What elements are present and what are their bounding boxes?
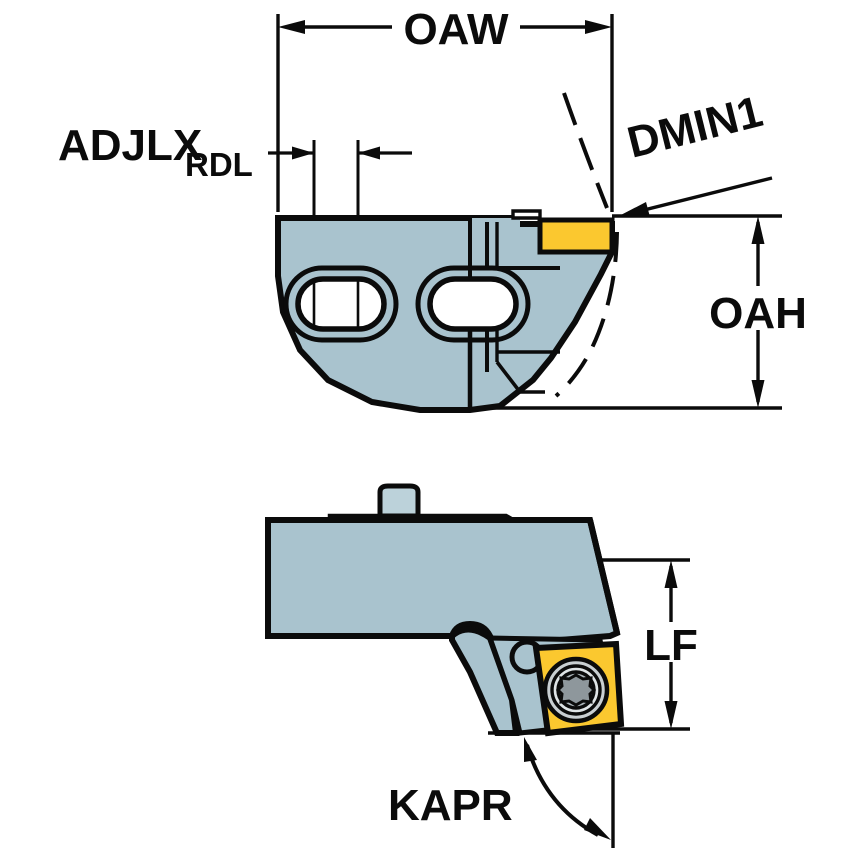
oah-arrow-top [751,216,765,244]
oaw-arrow-left [278,20,305,34]
front-bore-hole-right [415,265,531,343]
front-right-flank [531,250,615,382]
front-bore-hole-left [283,265,399,343]
bore-right-inner-slot [427,276,519,332]
side-view-group: LF KAPR [265,483,698,848]
front-view-group: OAW ADJLX RDL DMIN1 [58,5,807,413]
screw-torx-drive [555,673,597,707]
side-right-flank-edge [587,519,620,634]
dimension-oaw: OAW [276,5,614,212]
dmin1-workpiece-arc-upper [562,92,609,209]
front-view-tool-body [275,209,615,413]
dmin1-leader-arrow [617,202,650,217]
side-view-tool-body [265,483,625,737]
side-shank-body [265,517,621,652]
adjlx-label: ADJLX [58,121,202,170]
oaw-label: OAW [403,5,509,54]
lf-arrow-top [664,560,678,588]
kapr-arc-arrow-end [584,818,611,840]
oah-label: OAH [709,289,807,338]
bore-left-inner-slot [295,276,387,332]
dmin1-label: DMIN1 [623,87,768,168]
bore-right-outer-ring [415,265,531,343]
kapr-arc-arrow-start [524,737,537,762]
front-top-shelf [511,209,542,220]
kapr-angle-arc [525,744,599,837]
dmin1-workpiece-arc-lower [554,231,619,398]
dmin1-leader-line [627,176,773,216]
front-insert [537,217,615,255]
front-lower-chamfer [495,360,545,394]
bore-left-outer-ring [283,265,399,343]
side-clamping-screw [542,656,610,724]
oah-arrow-bottom [751,380,765,408]
side-coolant-nozzle [377,483,421,519]
dimension-kapr: KAPR [388,731,620,848]
oaw-arrow-right [585,20,612,34]
kapr-label: KAPR [388,781,513,830]
lf-label: LF [644,621,698,670]
adjlx-subscript-label: RDL [185,146,253,183]
side-nose-section [449,626,520,736]
adjlx-arrow-right [358,146,380,160]
dimension-oah: OAH [470,214,807,410]
adjlx-arrow-left [292,146,314,160]
lf-arrow-bottom [664,701,678,729]
